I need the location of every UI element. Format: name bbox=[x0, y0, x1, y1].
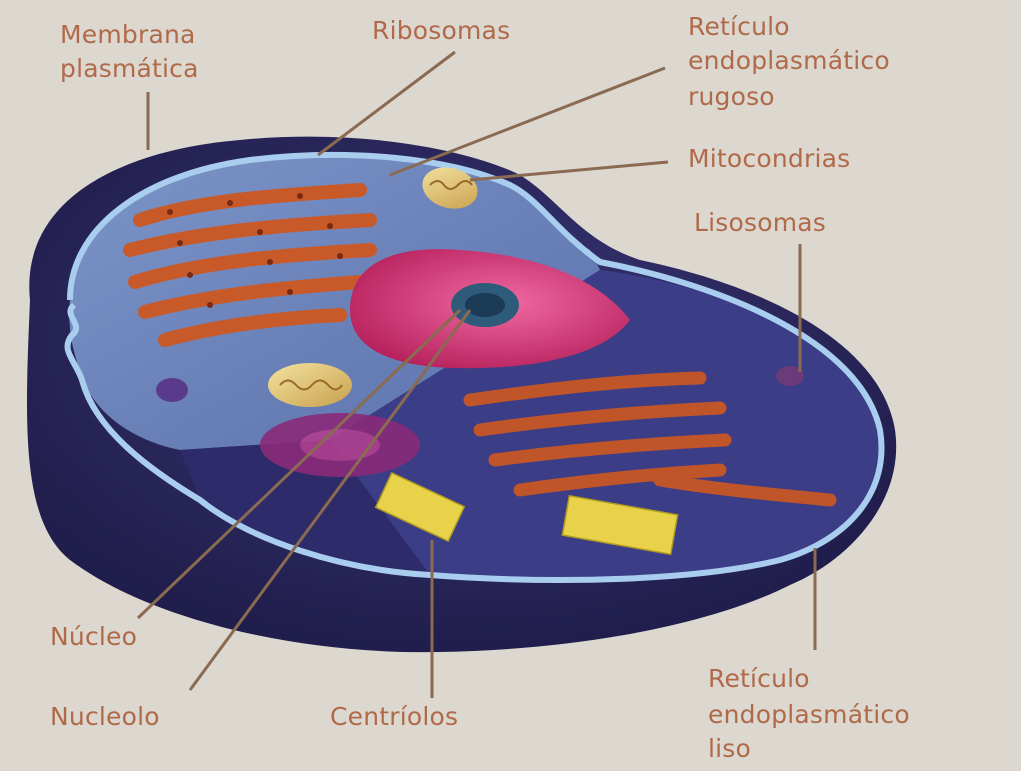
mitochondrion-lower bbox=[268, 363, 352, 407]
label-membrana-line2: plasmática bbox=[60, 52, 199, 86]
golgi-rosette bbox=[260, 413, 420, 477]
label-rer-line3: rugoso bbox=[688, 80, 775, 114]
label-nucleo: Núcleo bbox=[50, 620, 137, 654]
label-rel-line1: Retículo bbox=[708, 662, 810, 696]
label-rel-line2: endoplasmático bbox=[708, 698, 910, 732]
label-membrana-line1: Membrana bbox=[60, 18, 196, 52]
label-ribosomas: Ribosomas bbox=[372, 14, 510, 48]
label-rel-line3: liso bbox=[708, 732, 751, 766]
label-mitocondrias: Mitocondrias bbox=[688, 142, 850, 176]
label-centriolos: Centríolos bbox=[330, 700, 458, 734]
label-lisosomas: Lisosomas bbox=[694, 206, 826, 240]
vesicle bbox=[156, 378, 188, 402]
label-nucleolo: Nucleolo bbox=[50, 700, 160, 734]
label-rer-line1: Retículo bbox=[688, 10, 790, 44]
label-rer-line2: endoplasmático bbox=[688, 44, 890, 78]
